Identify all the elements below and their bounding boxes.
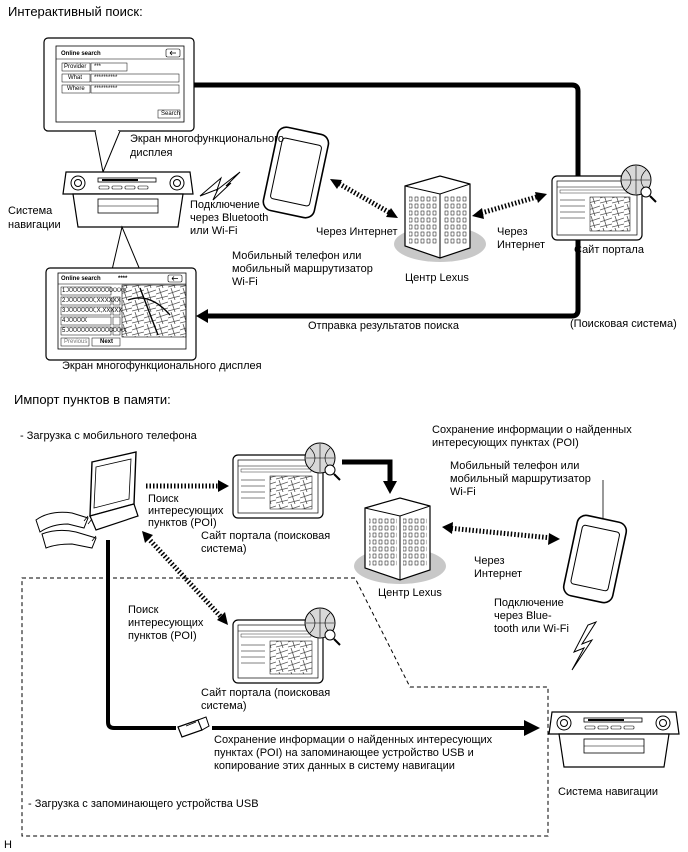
portal-2-label-1: Сайт портала (поисковая	[201, 687, 331, 699]
bottom-nav-head-unit	[548, 711, 680, 768]
laptop-to-usb-line	[106, 540, 176, 730]
result-item-2[interactable]: 2.XXXXXXX,XXXXXX	[62, 298, 121, 304]
footer-code: H	[4, 839, 12, 851]
next-button[interactable]: Next	[100, 339, 114, 345]
bottom-via-internet-1: Через	[474, 555, 505, 567]
provider-label: Provider	[64, 64, 87, 70]
portal-1-label-1: Сайт портала (поисковая	[201, 530, 331, 542]
usb-stick-icon	[177, 716, 210, 738]
laptop-user-icon	[35, 451, 139, 549]
bottom-display-screen	[45, 267, 197, 361]
screen-title: Online search	[61, 51, 101, 57]
poi-search-2-line1: Поиск	[128, 604, 159, 616]
results-screen-title: Online search	[61, 276, 101, 282]
usb-save-line1: Сохранение информации о найденных интере…	[214, 734, 493, 746]
results-title-mask: ****	[118, 276, 128, 282]
send-results-label: Отправка результатов поиска	[308, 320, 459, 332]
previous-button[interactable]: Previous	[64, 339, 88, 345]
send-results-line	[204, 240, 581, 319]
where-label: Where	[67, 86, 85, 92]
bottom-mobile-phone-icon	[562, 514, 628, 604]
bottom-bt-label-1: Подключение	[494, 597, 564, 609]
wireless-bolt-icon	[199, 171, 241, 201]
mobile-label-3: Wi-Fi	[232, 276, 258, 288]
via-internet-left: Через Интернет	[316, 226, 398, 238]
top-portal-site-screen	[551, 164, 657, 241]
result-item-3[interactable]: 3.XXXXXXX,X,XXXXX	[62, 308, 123, 314]
usb-download-label: - Загрузка с запоминающего устройства US…	[28, 798, 259, 810]
poi-search-1-line1: Поиск	[148, 493, 179, 505]
bt-label-1: Подключение	[190, 199, 260, 211]
usb-download-boundary	[21, 577, 549, 837]
bottom-bt-label-3: tooth или Wi-Fi	[494, 623, 569, 635]
bt-label-3: или Wi-Fi	[190, 225, 238, 237]
via-internet-right-2: Интернет	[497, 239, 545, 251]
poi-search-2-line2: интересующих	[128, 617, 204, 629]
top-mobile-phone-icon	[262, 126, 330, 219]
nav-system-label-1: Система	[8, 205, 53, 217]
bottom-nav-system-label: Система навигации	[558, 786, 659, 798]
portal-site-2-screen	[232, 607, 341, 684]
bottom-screen-label: Экран многофункционального дисплея	[62, 360, 262, 372]
bottom-wireless-bolt-icon	[571, 621, 598, 671]
bt-label-2: через Bluetooth	[190, 212, 269, 224]
usb-save-line3: копирование этих данных в систему навига…	[214, 760, 455, 772]
bottom-bt-label-2: через Blue-	[494, 610, 552, 622]
send-to-portal-line	[194, 82, 581, 176]
portal-site-label: Сайт портала	[574, 244, 644, 256]
save-poi-arrow	[342, 459, 393, 484]
result-item-4[interactable]: 4.XXXXX	[62, 318, 88, 324]
search-button[interactable]: Search	[161, 111, 181, 117]
result-item-5[interactable]: 5.XXXXXXXXXXXXXXX	[62, 328, 128, 334]
poi-search-2-line3: пунктов (POI)	[128, 630, 197, 642]
mobile-label-1: Мобильный телефон или	[232, 250, 362, 262]
poi-search-1-line3: пунктов (POI)	[148, 517, 217, 529]
top-lexus-center-building	[394, 175, 486, 262]
top-nav-head-unit	[62, 171, 194, 228]
save-poi-label-2: интересующих пунктах (POI)	[432, 437, 579, 449]
bottom-mobile-label-3: Wi-Fi	[450, 486, 476, 498]
what-value: **********	[94, 75, 118, 81]
usb-save-line2: пунктах (POI) на запоминающее устройство…	[214, 747, 474, 759]
poi-import-heading: Импорт пунктов в памяти:	[14, 392, 171, 407]
top-display-screen	[43, 37, 195, 174]
where-value: **********	[94, 86, 118, 92]
screen-label-line1: Экран многофункционального	[130, 133, 285, 145]
save-poi-label-1: Сохранение информации о найденных	[432, 424, 632, 436]
lexus-center-label: Центр Lexus	[405, 272, 469, 284]
mobile-download-label: - Загрузка с мобильного телефона	[20, 430, 197, 442]
provider-value: ***	[94, 64, 102, 70]
what-label: What	[68, 75, 83, 81]
bottom-lexus-center-building	[354, 497, 446, 584]
mobile-label-2: мобильный маршрутизатор	[232, 263, 373, 275]
portal-1-label-2: система)	[201, 543, 247, 555]
bottom-mobile-label-2: мобильный маршрутизатор	[450, 473, 591, 485]
laptop-dotted-links	[142, 480, 229, 625]
bottom-wireless-dotted-link	[442, 522, 560, 545]
bottom-via-internet-2: Интернет	[474, 568, 522, 580]
screen-label-line2: дисплея	[130, 147, 173, 159]
result-item-1[interactable]: 1.XXXXXXXXXXXXXXX	[62, 288, 128, 294]
top-wireless-dotted-link	[330, 179, 547, 219]
bottom-mobile-label-1: Мобильный телефон или	[450, 460, 580, 472]
search-system-label: (Поисковая система)	[570, 318, 677, 330]
portal-site-1-screen	[232, 442, 341, 519]
poi-search-1-line2: интересующих	[148, 505, 224, 517]
online-search-heading: Интерактивный поиск:	[8, 4, 143, 19]
bottom-lexus-center-label: Центр Lexus	[378, 587, 442, 599]
portal-2-label-2: система)	[201, 700, 247, 712]
nav-system-label-2: навигации	[8, 219, 61, 231]
via-internet-right-1: Через	[497, 226, 528, 238]
